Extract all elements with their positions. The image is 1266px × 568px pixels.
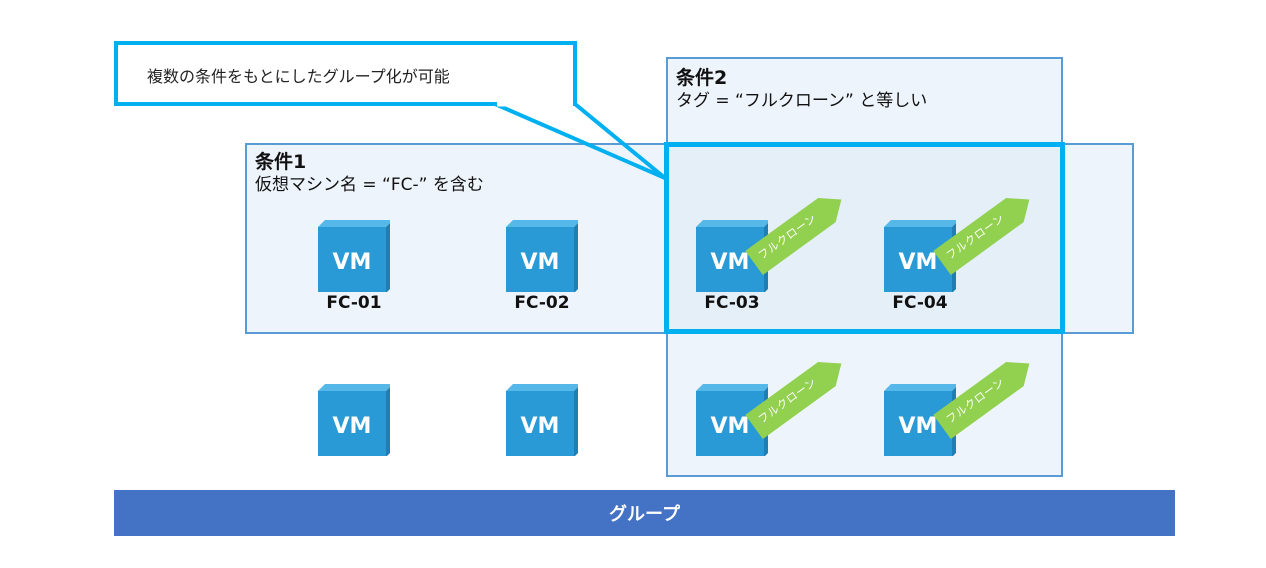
- callout-tail: [494, 102, 667, 180]
- tag-label: フルクローン: [933, 358, 1030, 440]
- vm-icon: VM: [506, 220, 578, 292]
- svg-text:VM: VM: [899, 414, 938, 439]
- vm-name: FC-03: [704, 293, 760, 313]
- vm-name: FC-01: [326, 293, 382, 313]
- tag-shape: [933, 197, 1030, 276]
- vm-icon: VM: [884, 220, 956, 292]
- svg-text:VM: VM: [521, 414, 560, 439]
- svg-text:VM: VM: [521, 250, 560, 275]
- callout-text: 複数の条件をもとにしたグループ化が可能: [147, 67, 450, 86]
- group-bar: グループ: [114, 490, 1175, 536]
- svg-text:VM: VM: [333, 414, 372, 439]
- condition2-title: 条件2: [676, 67, 728, 89]
- svg-text:VM: VM: [711, 414, 750, 439]
- tag-label: フルクローン: [745, 194, 842, 276]
- tag-label: フルクローン: [745, 358, 842, 440]
- condition2-description: タグ = “フルクローン” と等しい: [676, 91, 928, 111]
- tag-label: フルクローン: [933, 194, 1030, 276]
- condition1-title: 条件1: [255, 151, 307, 173]
- condition1-description: 仮想マシン名 = “FC-” を含む: [255, 175, 484, 195]
- vm-name: FC-04: [892, 293, 948, 313]
- vm-icon: VM: [318, 384, 390, 456]
- vm-icon: VM: [318, 220, 390, 292]
- tag-shape: [933, 361, 1030, 440]
- vm-icon: VM: [696, 384, 768, 456]
- svg-text:VM: VM: [333, 250, 372, 275]
- vm-name: FC-02: [514, 293, 570, 313]
- vm-icon: VM: [506, 384, 578, 456]
- svg-text:VM: VM: [711, 250, 750, 275]
- group-label: グループ: [609, 504, 680, 525]
- callout-box-shape: [114, 41, 577, 106]
- svg-text:VM: VM: [899, 250, 938, 275]
- tag-shape: [745, 361, 842, 440]
- tag-shape: [745, 197, 842, 276]
